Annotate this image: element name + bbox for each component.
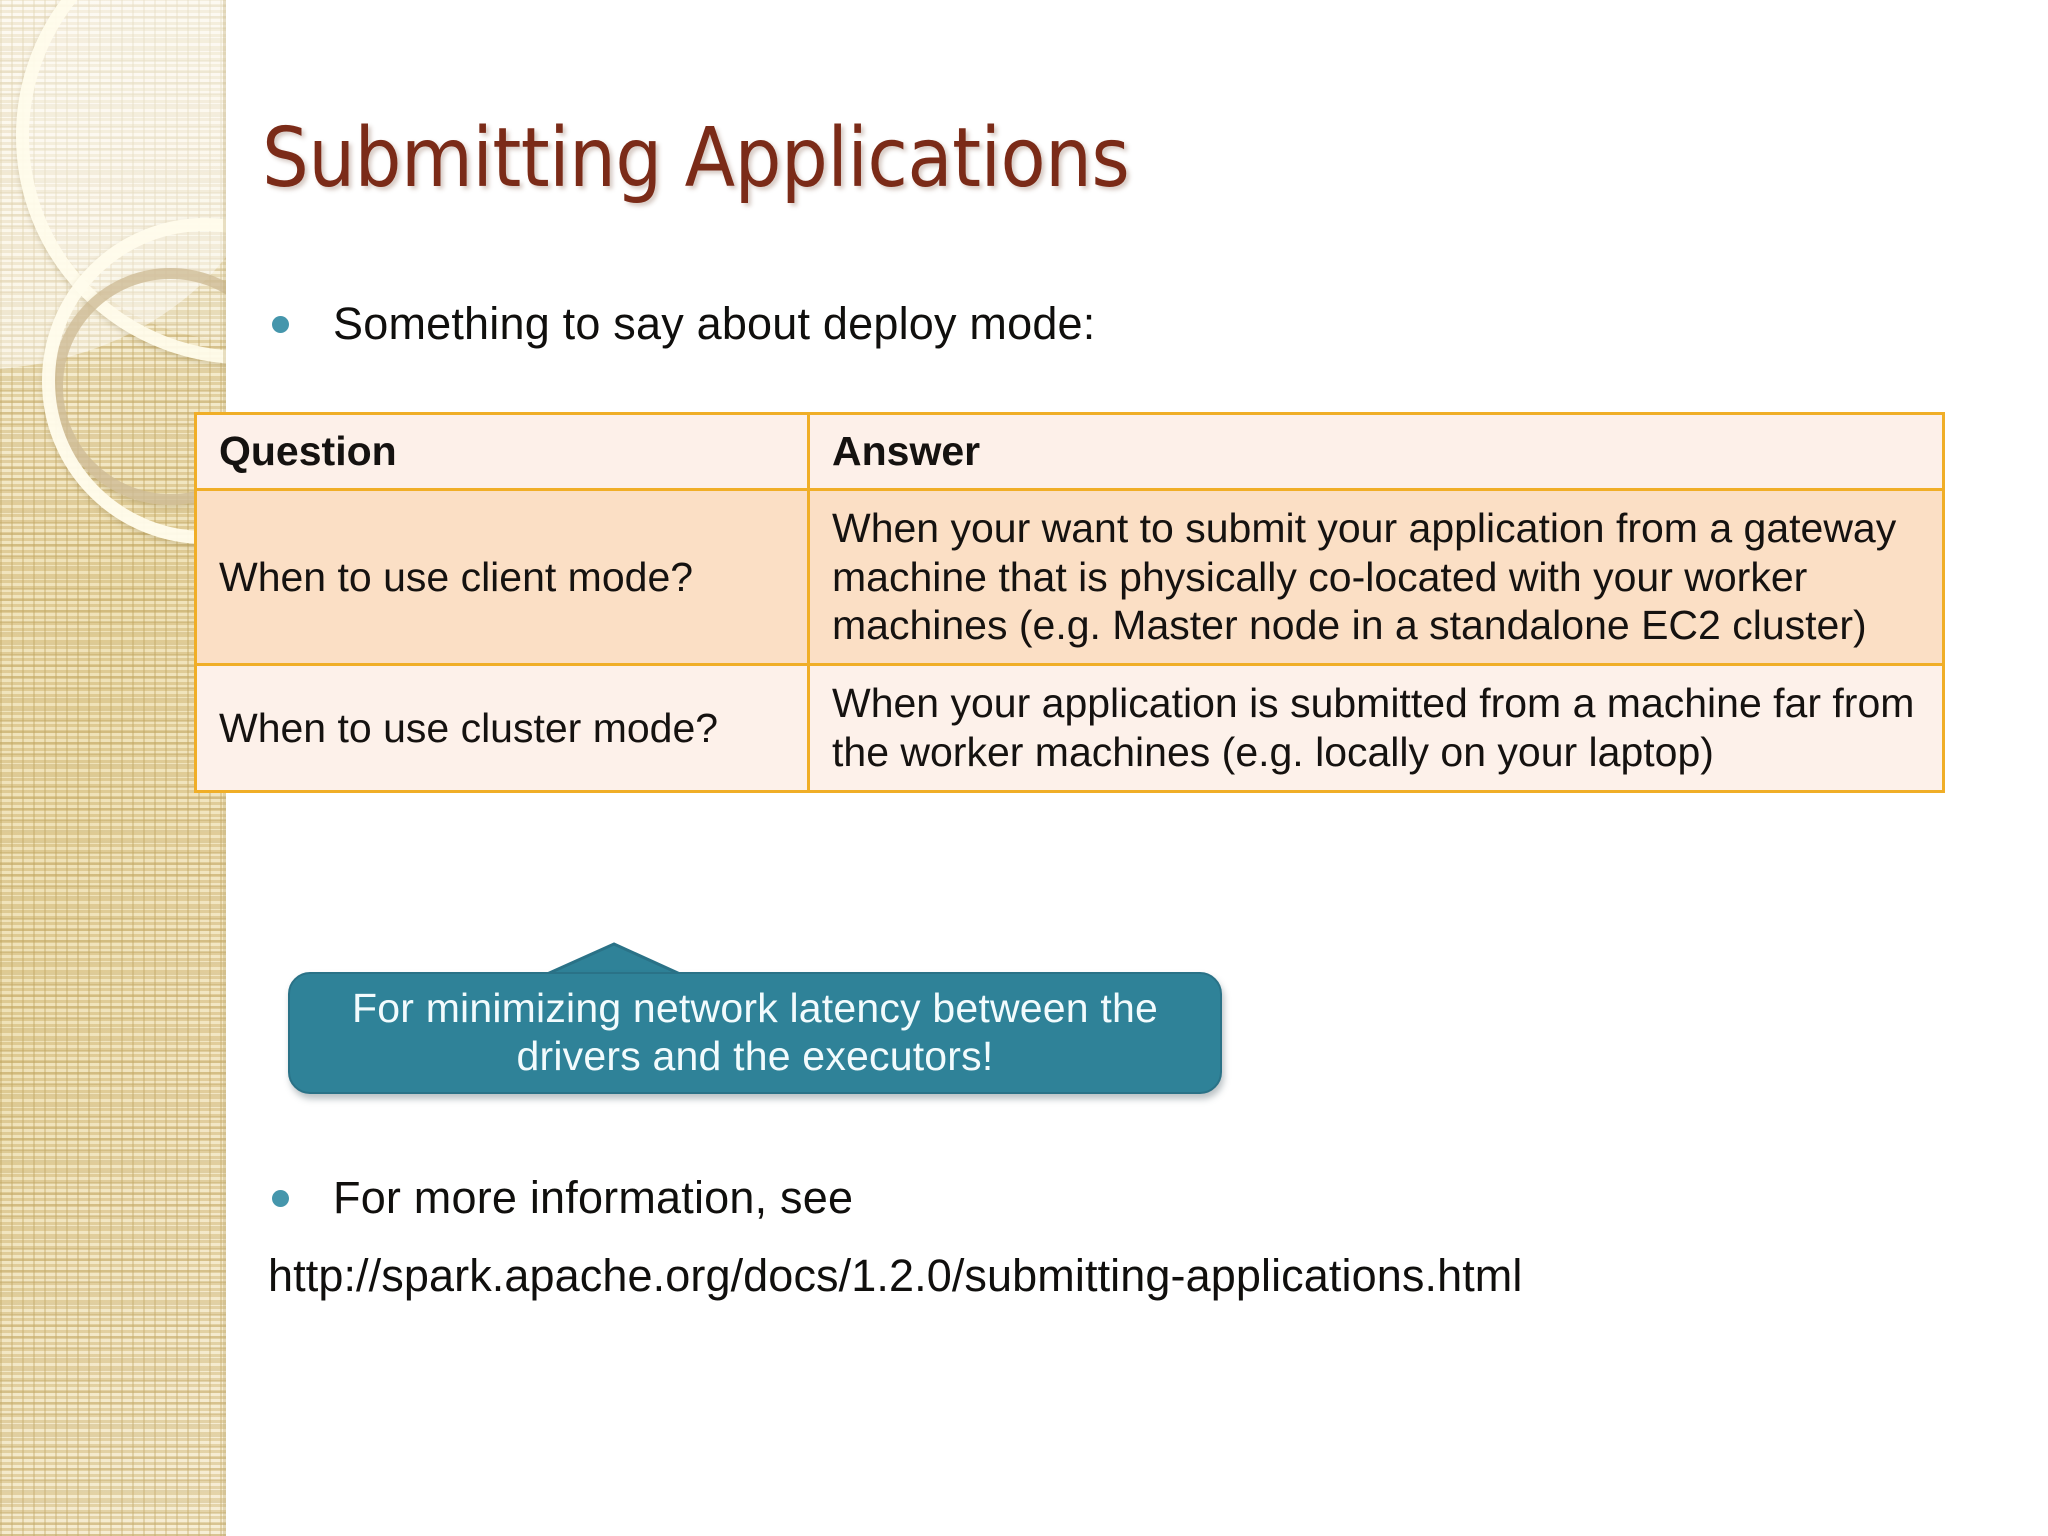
table-header-answer: Answer [807,412,1945,491]
bullet-label-deploy-mode: Something to say about deploy mode: [333,298,1096,349]
table-row: When to use cluster mode? When your appl… [194,663,1945,793]
table-header-row: Question Answer [194,412,1945,491]
bullet-dot-icon [272,1190,289,1207]
slide-content: Submitting Applications Something to say… [194,0,2048,1536]
table-cell-question-client-mode: When to use client mode? [194,487,810,667]
bullet-item-deploy-mode: Something to say about deploy mode: [272,298,1096,350]
callout-line-2: drivers and the executors! [516,1033,994,1079]
callout-bubble: For minimizing network latency between t… [288,972,1222,1094]
bullet-label-more-information: For more information, see [333,1172,854,1223]
documentation-url[interactable]: http://spark.apache.org/docs/1.2.0/submi… [268,1250,1523,1301]
page-title: Submitting Applications [262,111,1130,206]
decorative-sidebar [0,0,226,1536]
table-cell-answer-client-mode: When your want to submit your applicatio… [807,487,1945,667]
callout-text: For minimizing network latency between t… [334,985,1176,1080]
deploy-mode-table: Question Answer When to use client mode?… [194,412,1945,793]
callout-line-1: For minimizing network latency between t… [352,985,1158,1032]
table-cell-question-cluster-mode: When to use cluster mode? [194,663,810,793]
bullet-dot-icon [272,316,289,333]
table-header-question: Question [194,412,810,491]
bullet-item-more-information: For more information, see [272,1172,853,1224]
table-cell-answer-cluster-mode: When your application is submitted from … [807,663,1945,793]
table-row: When to use client mode? When your want … [194,487,1945,667]
